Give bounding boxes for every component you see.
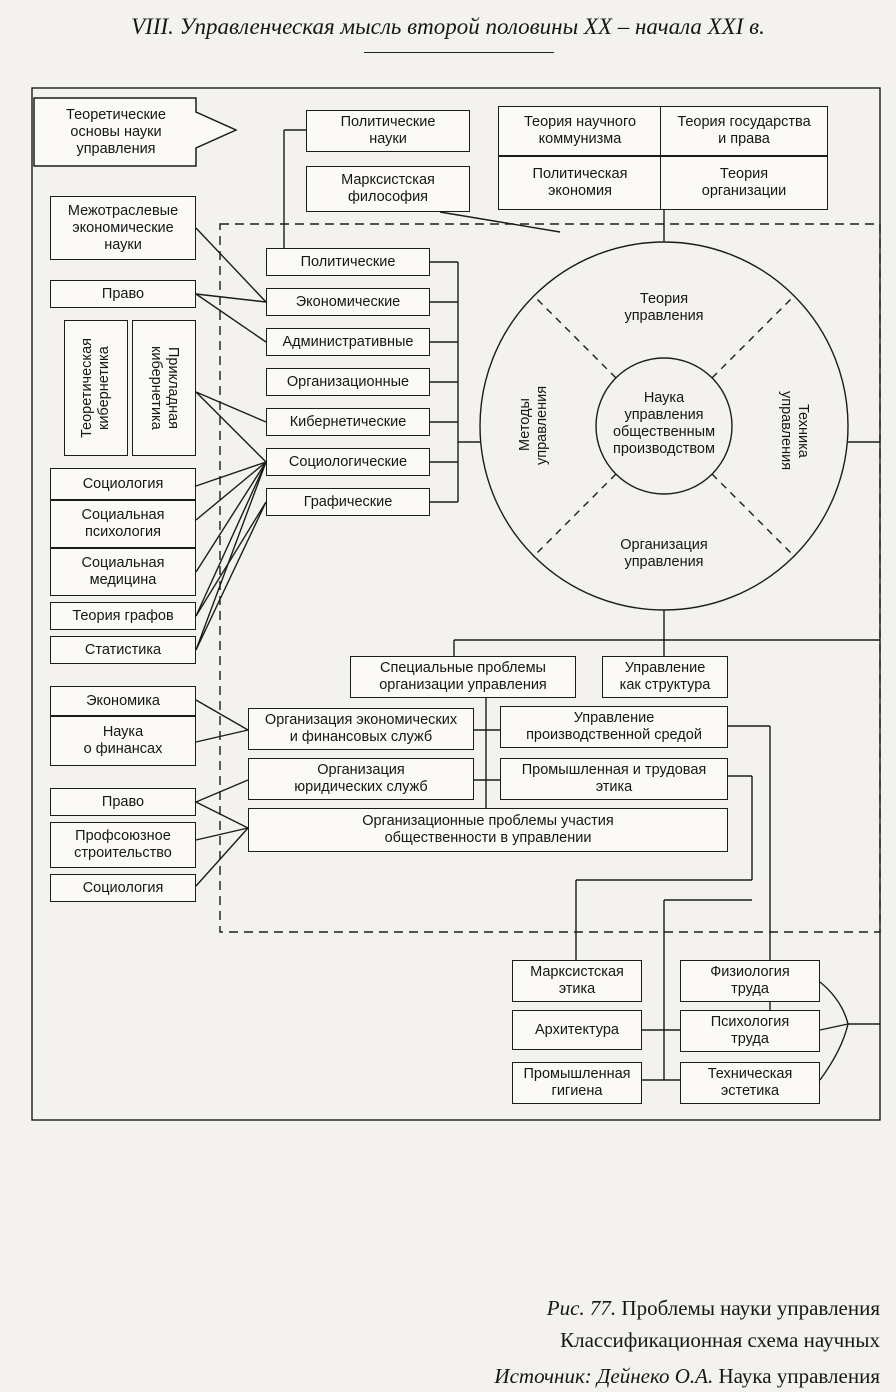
figure-caption-line2: Классификационная схема научных bbox=[560, 1328, 880, 1352]
marxist-ethics-box: Марксистская этика bbox=[512, 960, 642, 1002]
running-header: VIII. Управленческая мысль второй полови… bbox=[131, 14, 765, 39]
interbranch-econ-box: Межотраслевые экономические науки bbox=[50, 196, 196, 260]
architecture-box: Архитектура bbox=[512, 1010, 642, 1050]
circle-bottom-label: Организация управления bbox=[620, 537, 708, 570]
circle-left-label: Методы управления bbox=[517, 385, 550, 465]
figure-label: Рис. 77. bbox=[546, 1296, 617, 1320]
dashed-region bbox=[219, 223, 881, 933]
law-box-2: Право bbox=[50, 788, 196, 816]
production-env-box: Управление производственной средой bbox=[500, 706, 728, 748]
theory-arrow-shape bbox=[33, 97, 238, 167]
social-medicine-box: Социальная медицина bbox=[50, 548, 196, 596]
figure-caption-line1: Рис. 77. Проблемы науки управления bbox=[547, 1296, 880, 1321]
inner-circle bbox=[595, 357, 733, 495]
circle-center-label: Наука управления общественным производст… bbox=[612, 390, 716, 457]
labor-physiology-box: Физиология труда bbox=[680, 960, 820, 1002]
applied-cybernetics-box: Прикладная кибернетика bbox=[132, 320, 196, 456]
economics-box: Экономика bbox=[50, 686, 196, 716]
sociology-box-1: Социология bbox=[50, 468, 196, 500]
special-problems-box: Специальные проблемы организации управле… bbox=[350, 656, 576, 698]
labor-psychology-box: Психология труда bbox=[680, 1010, 820, 1052]
theor-cybernetics-label: Теоретическая кибернетика bbox=[79, 337, 112, 438]
mgmt-structure-box: Управление как структура bbox=[602, 656, 728, 698]
source-text: Наука управления bbox=[713, 1364, 880, 1388]
industrial-ethics-box: Промышленная и трудовая этика bbox=[500, 758, 728, 800]
sociology-box-2: Социология bbox=[50, 874, 196, 902]
political-sciences-box: Политические науки bbox=[306, 110, 470, 152]
figure-title: Проблемы науки управления bbox=[616, 1296, 880, 1320]
tech-aesthetics-box: Техническая эстетика bbox=[680, 1062, 820, 1104]
aspect-economic: Экономические bbox=[266, 288, 430, 316]
figure-source: Источник: Дейнеко О.А. Наука управления bbox=[494, 1364, 880, 1389]
theory-basis-label: Теоретические основы науки управления bbox=[66, 106, 166, 157]
aspect-cybernetic: Кибернетические bbox=[266, 408, 430, 436]
graph-theory-box: Теория графов bbox=[50, 602, 196, 630]
aspect-sociological: Социологические bbox=[266, 448, 430, 476]
theor-cybernetics-box: Теоретическая кибернетика bbox=[64, 320, 128, 456]
aspect-graphic: Графические bbox=[266, 488, 430, 516]
sci-communism-box: Теория научного коммунизма bbox=[498, 106, 662, 156]
applied-cybernetics-label: Прикладная кибернетика bbox=[148, 346, 181, 430]
econ-fin-services-box: Организация экономических и финансовых с… bbox=[248, 708, 474, 750]
aspect-administrative: Административные bbox=[266, 328, 430, 356]
marxist-philosophy-box: Марксистская философия bbox=[306, 166, 470, 212]
circle-top-label: Теория управления bbox=[624, 291, 704, 324]
circle-right-label: Техника управления bbox=[778, 391, 811, 471]
industrial-hygiene-box: Промышленная гигиена bbox=[512, 1062, 642, 1104]
aspect-political: Политические bbox=[266, 248, 430, 276]
state-law-box: Теория государства и права bbox=[660, 106, 828, 156]
header-rule bbox=[364, 52, 554, 53]
finance-science-box: Наука о финансах bbox=[50, 716, 196, 766]
aspect-organizational: Организационные bbox=[266, 368, 430, 396]
political-economy-box: Политическая экономия bbox=[498, 156, 662, 210]
org-theory-box: Теория организации bbox=[660, 156, 828, 210]
social-psychology-box: Социальная психология bbox=[50, 500, 196, 548]
trade-union-box: Профсоюзное строительство bbox=[50, 822, 196, 868]
law-box-1: Право bbox=[50, 280, 196, 308]
legal-services-box: Организация юридических служб bbox=[248, 758, 474, 800]
source-label: Источник: Дейнеко О.А. bbox=[494, 1364, 714, 1388]
public-participation-box: Организационные проблемы участия обществ… bbox=[248, 808, 728, 852]
statistics-box: Статистика bbox=[50, 636, 196, 664]
